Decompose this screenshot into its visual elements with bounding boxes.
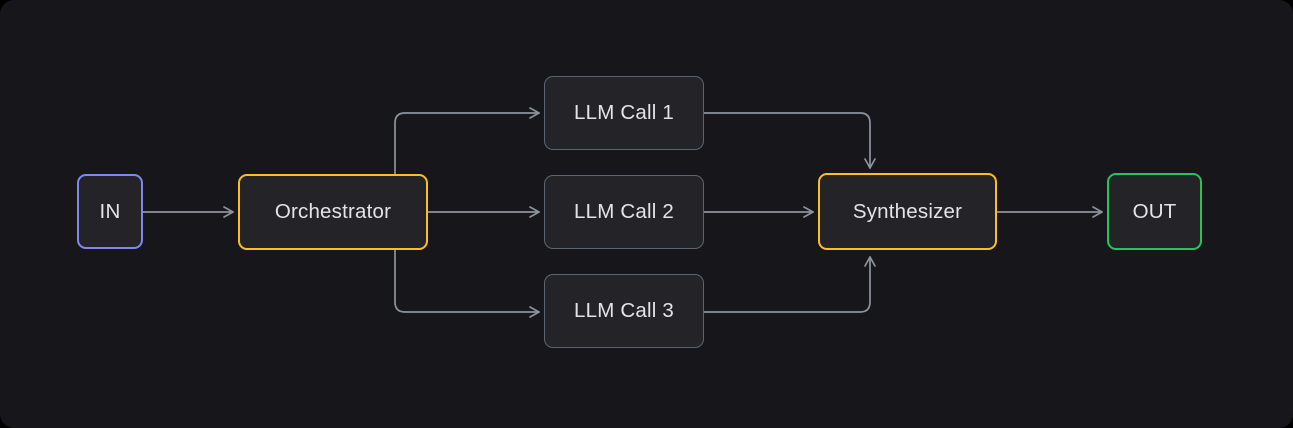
node-llm-call-3-label: LLM Call 3 — [574, 299, 674, 322]
node-out-label: OUT — [1132, 199, 1177, 223]
node-in-label: IN — [99, 199, 121, 223]
edge-llm1-synthesizer — [703, 112, 876, 169]
node-llm-call-2-label: LLM Call 2 — [574, 200, 674, 223]
node-out: OUT — [1107, 173, 1202, 250]
node-orchestrator: Orchestrator — [238, 174, 428, 250]
edge-orchestrator-llm3 — [394, 249, 540, 318]
edge-orchestrator-llm1 — [394, 107, 540, 175]
node-synthesizer: Synthesizer — [818, 173, 997, 250]
node-llm-call-3: LLM Call 3 — [544, 274, 704, 348]
edge-llm3-synthesizer — [703, 256, 876, 313]
node-llm-call-1-label: LLM Call 1 — [574, 101, 674, 124]
node-llm-call-2: LLM Call 2 — [544, 175, 704, 249]
node-llm-call-1: LLM Call 1 — [544, 76, 704, 150]
node-orchestrator-label: Orchestrator — [274, 200, 392, 223]
node-in: IN — [77, 174, 143, 249]
node-synthesizer-label: Synthesizer — [852, 199, 963, 223]
